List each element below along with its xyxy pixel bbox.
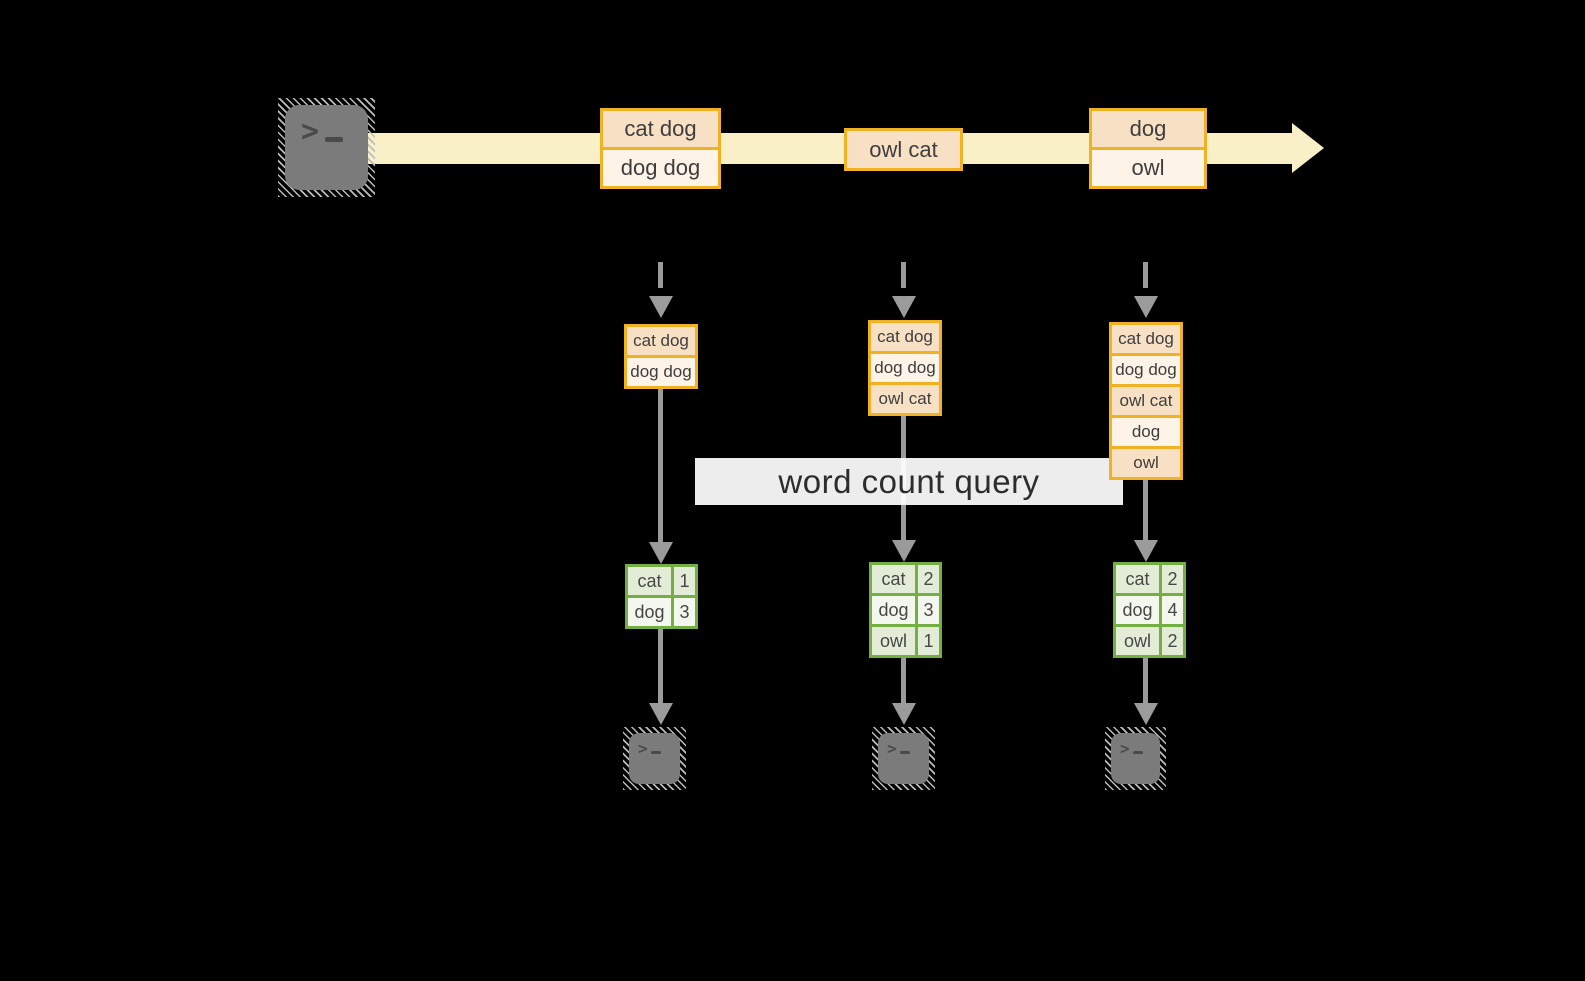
input-record: cat dog xyxy=(1112,325,1180,353)
query-label-banner: word count query xyxy=(695,458,1123,505)
result-count-cell: 1 xyxy=(918,627,939,655)
input-record: dog dog xyxy=(627,355,695,386)
down-arrow xyxy=(658,389,663,543)
input-record: cat dog xyxy=(627,327,695,355)
result-word-cell: cat xyxy=(872,565,915,593)
batch-record: owl cat xyxy=(847,131,960,168)
input-record: cat dog xyxy=(871,323,939,351)
input-record: dog dog xyxy=(1112,353,1180,384)
arrow-head-icon xyxy=(1134,540,1158,562)
batch-record: owl xyxy=(1092,147,1204,186)
result-word-cell: cat xyxy=(628,567,671,595)
stream-batch-3: dog owl xyxy=(1089,108,1207,189)
stream-arrowhead-icon xyxy=(1292,123,1324,173)
arrow-head-icon xyxy=(1134,296,1158,318)
source-terminal-icon: > xyxy=(278,98,375,197)
terminal-prompt-icon: > xyxy=(301,114,344,149)
prompt-chevron-icon: > xyxy=(1120,739,1130,758)
result-word-cell: dog xyxy=(1116,596,1159,624)
input-record: owl cat xyxy=(871,382,939,413)
input-table-1: cat dog dog dog xyxy=(624,324,698,389)
result-word-cell: owl xyxy=(1116,627,1159,655)
terminal-prompt-icon: > xyxy=(887,739,910,758)
input-table-2: cat dog dog dog owl cat xyxy=(868,320,942,416)
result-table-3: cat 2 dog 4 owl 2 xyxy=(1113,562,1186,658)
result-count-cell: 4 xyxy=(1162,596,1183,624)
down-arrow xyxy=(901,658,906,703)
result-count-cell: 2 xyxy=(1162,627,1183,655)
result-count-cell: 3 xyxy=(674,598,695,626)
down-arrow xyxy=(658,629,663,703)
arrow-head-icon xyxy=(892,540,916,562)
result-word-cell: dog xyxy=(872,596,915,624)
prompt-underscore-icon xyxy=(1132,751,1143,754)
input-record: dog dog xyxy=(871,351,939,382)
down-arrow-dashed-icon xyxy=(901,262,906,288)
sink-terminal-icon: > xyxy=(1105,727,1166,790)
result-word-cell: dog xyxy=(628,598,671,626)
batch-record: cat dog xyxy=(603,111,718,147)
arrow-head-icon xyxy=(892,703,916,725)
terminal-body: > xyxy=(285,105,368,190)
down-arrow xyxy=(1143,658,1148,703)
down-arrow-dashed-icon xyxy=(658,262,663,288)
arrow-head-icon xyxy=(892,296,916,318)
input-record: dog xyxy=(1112,415,1180,446)
terminal-prompt-icon: > xyxy=(1120,739,1143,758)
result-table-2: cat 2 dog 3 owl 1 xyxy=(869,562,942,658)
batch-record: dog dog xyxy=(603,147,718,186)
terminal-body: > xyxy=(1111,733,1160,784)
result-count-cell: 1 xyxy=(674,567,695,595)
prompt-chevron-icon: > xyxy=(301,114,320,149)
result-count-cell: 3 xyxy=(918,596,939,624)
arrow-head-icon xyxy=(649,703,673,725)
prompt-underscore-icon xyxy=(650,751,661,754)
result-word-cell: owl xyxy=(872,627,915,655)
prompt-chevron-icon: > xyxy=(638,739,648,758)
prompt-underscore-icon xyxy=(325,137,344,142)
batch-record: dog xyxy=(1092,111,1204,147)
result-count-cell: 2 xyxy=(918,565,939,593)
result-word-cell: cat xyxy=(1116,565,1159,593)
terminal-body: > xyxy=(878,733,929,784)
prompt-chevron-icon: > xyxy=(887,739,897,758)
stream-batch-2: owl cat xyxy=(844,128,963,171)
input-table-3: cat dog dog dog owl cat dog owl xyxy=(1109,322,1183,480)
terminal-body: > xyxy=(629,733,680,784)
down-arrow xyxy=(1143,480,1148,540)
result-table-1: cat 1 dog 3 xyxy=(625,564,698,629)
arrow-head-icon xyxy=(1134,703,1158,725)
arrow-head-icon xyxy=(649,542,673,564)
down-arrow-dashed-icon xyxy=(1143,262,1148,288)
input-record: owl xyxy=(1112,446,1180,477)
stream-batch-1: cat dog dog dog xyxy=(600,108,721,189)
sink-terminal-icon: > xyxy=(872,727,935,790)
sink-terminal-icon: > xyxy=(623,727,686,790)
terminal-prompt-icon: > xyxy=(638,739,661,758)
prompt-underscore-icon xyxy=(899,751,910,754)
result-count-cell: 2 xyxy=(1162,565,1183,593)
input-record: owl cat xyxy=(1112,384,1180,415)
arrow-head-icon xyxy=(649,296,673,318)
